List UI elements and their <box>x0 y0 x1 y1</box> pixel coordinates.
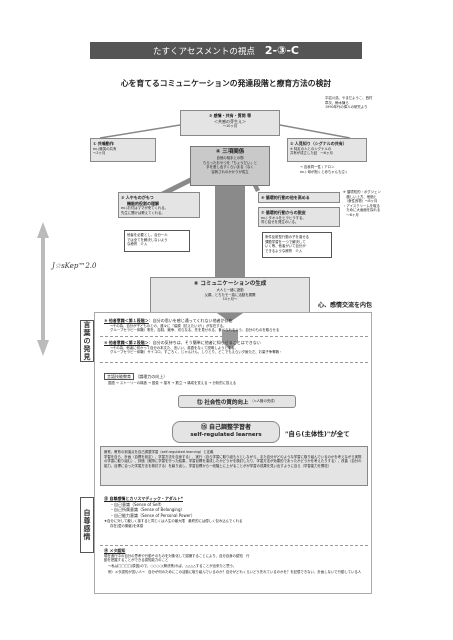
stage-1-box: ① 共鳴動作 ex.)微笑の共有 〜2ヶ月 <box>90 138 156 162</box>
stage-11-block: 言語技能教育 （論理力の向上） 国語 → ストーリーの構造 → 語彙 → 描写 … <box>104 373 366 385</box>
stage-2-box: ② 人見知り（シグナルの共有） ※ 特定の人とのシグナルの 共有が成立した証 〜… <box>287 138 367 162</box>
divider <box>100 336 368 337</box>
stage-9-block: ⑨ 他者意識＜第１段階＞：自分の思いを感じ通ってくれない他者が存在 →その為、自… <box>104 318 280 333</box>
stage-12-box: ⑫ 社会性の質的向上 （≒人格の完成） <box>178 395 296 408</box>
stage-5-box: ⑤ 人やものがもつ 機能的役割の理解 ex.)お付はママが来てくれる。 先生に聞… <box>118 192 200 218</box>
stage-13-block: ⑬ 自尊感情とカリスマディック・アダルト* ・自己意識（Sense of Sel… <box>104 496 243 528</box>
header-title: たすくアセスメントの視点 <box>152 46 255 57</box>
emotion-exchange-note: 心、感情交流を内包 <box>318 302 373 309</box>
stage-15-box: ⑮ 自己調整学習者 self-regulated learners <box>172 421 280 443</box>
srl-description: 療育、教育の到達点を自己調整学習（self-regulated learning… <box>100 446 368 486</box>
stage-6-note: ※ 循環知的・ボグジェン 厳しい上方、他価と （食性良物）〜8ヶ月 ・アイスクリ… <box>343 190 381 217</box>
stage-10-block: ⑩ 他者意識＜第２段階＞：自分の気持ちは、そう簡単に他者に知らせることはできない… <box>104 340 283 355</box>
section-label-language: 言葉の発見 <box>80 320 94 362</box>
header-code: 2-③-C <box>264 44 299 57</box>
stage-8-box: ⑧ コミュニケーションの生成 大人と一緒に遊動 父親、とちたモー嬉に活動を展開 … <box>150 277 310 313</box>
stage-6-box: ⑥ 循環的行動の他を高める <box>258 192 340 203</box>
stage-3-box: ③ 感情・共有・質問 等 ＜共感の芽生え＞ 〜10ヶ月 <box>180 110 280 136</box>
divider <box>100 545 368 546</box>
stage-5-intervention: 他者を必要とし、合分一人 では全てを解決しないよう な療育 介入 <box>124 230 190 252</box>
stage-7-intervention: 条件反射型行動の子を達せる 課題学習を一つで解決して いく等、他者がいて自分が … <box>262 232 332 258</box>
section-label-self-esteem: 自尊感情 <box>80 497 94 553</box>
vertical-axis-arrow <box>37 222 49 356</box>
reference-note: 平岩川浩、やまだようこ、西村 章次、鯨木陳ら 1990年代の偉人の研究より <box>325 96 373 110</box>
stage-7-box: ⑦ 循環的行動からの脱皮 ex.) タオルをヒラヒラする。 同じ話せを発生のいる… <box>258 207 340 227</box>
language-education-tag: 言語技能教育 <box>104 373 134 380</box>
stage-2-note: → 自我同一性 / アロン ex.) 母が抱くと赤ちゃんも泣く <box>300 165 349 174</box>
divider <box>100 362 368 363</box>
self-initiative-motto: "自ら(主体性)"が全て <box>285 430 350 438</box>
stage-14-block: ⑭ メタ認知 現在進行中の自分の思考や行動そのものを対象化して認識することにより… <box>104 548 362 575</box>
jskep-logo: J☆sKep™2.0 <box>52 262 97 270</box>
lower-frame <box>94 312 372 594</box>
stage-4-box: ④ 三項関係 自他の相手との物 ちらったおやつを「ちょうだい」と 手を差し出すく… <box>190 146 270 186</box>
page-header: たすくアセスメントの視点 2-③-C <box>90 42 362 59</box>
page-subtitle: 心を育てるコミュニケーションの発達段階と療育方法の検討 <box>120 79 332 88</box>
